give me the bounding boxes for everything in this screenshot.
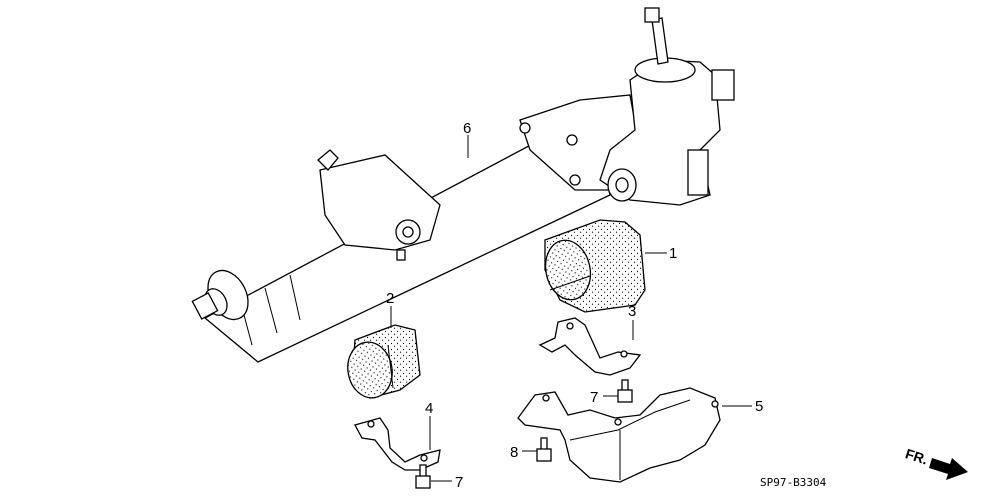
steering-rack-assembly[interactable] [191, 7, 735, 363]
bolt-8[interactable] [536, 437, 552, 462]
part-label-5[interactable]: 5 [755, 398, 763, 415]
part-label-6[interactable]: 6 [463, 120, 471, 137]
front-direction-label: FR. [903, 445, 929, 467]
part-label-1[interactable]: 1 [669, 245, 677, 262]
part-label-3[interactable]: 3 [628, 303, 636, 320]
front-arrow-icon [929, 458, 968, 480]
bracket-right[interactable] [538, 317, 642, 376]
part-label-4[interactable]: 4 [425, 400, 433, 417]
bushing-right[interactable] [540, 219, 646, 313]
bracket-left[interactable] [354, 417, 441, 471]
part-label-2[interactable]: 2 [386, 290, 394, 307]
part-label-8[interactable]: 8 [510, 444, 518, 461]
part-label-7-upper[interactable]: 7 [590, 389, 598, 406]
part-label-7-lower[interactable]: 7 [455, 474, 463, 491]
bolt-7-upper[interactable] [617, 379, 633, 403]
diagram-code: SP97-B3304 [760, 476, 827, 489]
bushing-left[interactable] [343, 324, 421, 401]
front-direction-indicator: FR. [903, 445, 968, 480]
heat-shield[interactable] [517, 387, 721, 483]
bolt-7-lower[interactable] [415, 464, 431, 489]
